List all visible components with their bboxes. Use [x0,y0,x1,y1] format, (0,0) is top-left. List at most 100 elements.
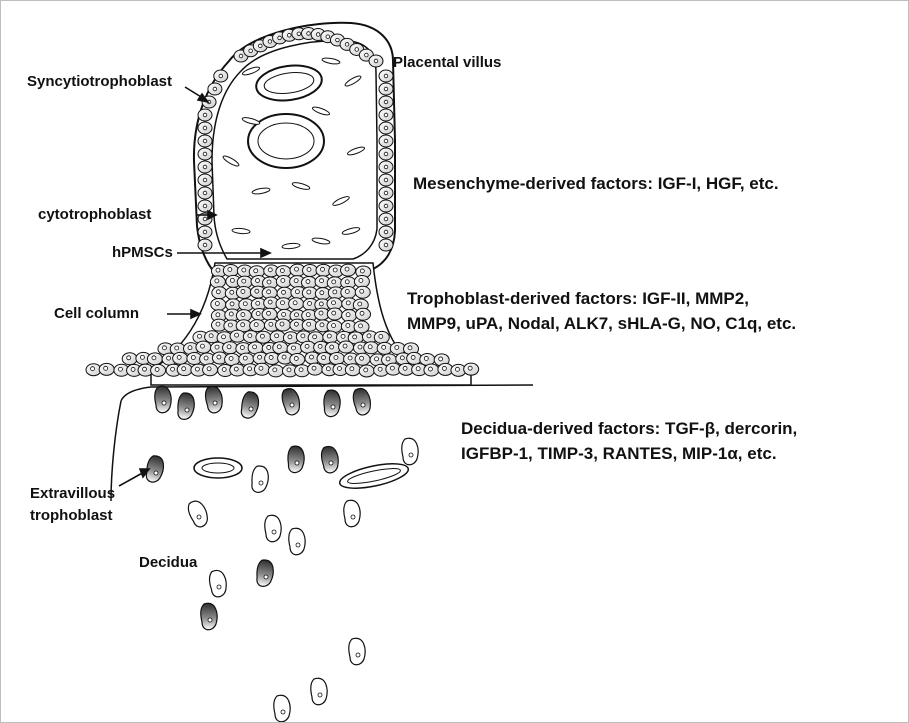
label-syncytiotrophoblast: Syncytiotrophoblast [27,73,172,92]
trophoblast-cell [369,55,383,67]
extravillous-cell [155,386,171,412]
trophoblast-cell [379,109,393,121]
column-cell [211,299,226,311]
trophoblast-cell [198,239,212,251]
column-cell [268,365,283,377]
trophoblast-cell [198,135,212,147]
label-extravillous-line2: trophoblast [30,507,113,526]
column-cell [289,298,304,310]
column-cell [210,276,225,288]
column-cell [424,364,439,376]
column-cell [302,264,317,276]
extravillous-cell [254,559,275,588]
trophoblast-cell [198,187,212,199]
trophoblast-cell [198,174,212,186]
column-cell [99,363,114,375]
trophoblast-cell [208,83,222,95]
trophoblast-cell [379,213,393,225]
column-cell [173,352,188,364]
extravillous-cell [274,695,290,721]
label-cytotrophoblast: cytotrophoblast [38,206,151,225]
trophoblast-cell [379,200,393,212]
extravillous-cell [209,570,228,598]
extravillous-cell [289,528,305,554]
decidua-factors-line2: IGFBP-1, TIMP-3, RANTES, MIP-1α, etc. [461,443,777,464]
trophoblast-cell [379,187,393,199]
trophoblast-cell [198,148,212,160]
extravillous-cell [265,515,281,541]
column-cell [203,364,218,376]
column-cell [230,364,245,376]
column-cell [262,308,277,320]
trophoblast-cell [198,226,212,238]
column-cell [354,275,369,287]
trophoblast-cell [379,70,393,82]
column-cell [345,364,360,376]
trophoblast-cell [379,96,393,108]
extravillous-cell [323,390,342,418]
column-cell [327,308,342,320]
extravillous-cell [186,499,210,529]
trophoblast-cell [198,200,212,212]
column-cell [339,341,354,353]
extravillous-cell [175,392,196,421]
column-cell [290,353,305,365]
label-decidua: Decidua [139,554,197,573]
trophoblast-cell [198,109,212,121]
column-cell [355,286,370,298]
label-placental-villus: Placental villus [393,54,501,73]
column-cell [464,363,479,375]
column-cell [239,353,254,365]
column-cell [308,363,323,375]
extravillous-cell [238,390,261,420]
column-cell [374,331,389,343]
column-cell [212,287,227,299]
column-cell [341,286,356,298]
trophoblast-cell [379,148,393,160]
trophoblast-cell [379,83,393,95]
extravillous-cell [311,678,327,704]
extravillous-cell [402,438,418,464]
extravillous-cell [287,446,306,474]
column-cell [341,264,356,276]
column-cell [275,319,290,331]
column-cell [250,320,265,332]
trophoblast-cell [198,122,212,134]
trophoblast-factors-line1: Trophoblast-derived factors: IGF-II, MMP… [407,288,749,309]
label-hpmscs: hPMSCs [112,244,173,263]
column-cell [223,342,238,354]
column-cell [359,365,374,377]
column-cell [230,330,245,342]
trophoblast-cell [379,161,393,173]
extravillous-cell [249,465,270,494]
trophoblast-cell [379,135,393,147]
extravillous-cell [321,446,340,474]
trophoblast-cell [379,174,393,186]
trophoblast-cell [379,239,393,251]
label-extravillous-line1: Extravillous [30,485,115,504]
extravillous-cell [352,387,372,415]
column-cell [364,342,379,354]
extravillous-cell [344,500,360,526]
decidua-factors-line1: Decidua-derived factors: TGF-β, dercorin… [461,418,797,439]
trophoblast-cell [379,122,393,134]
column-cell [270,331,285,343]
column-cell [147,353,162,365]
column-cell [196,341,211,353]
column-cell [256,331,271,343]
column-cell [122,353,137,365]
trophoblast-cell [214,70,228,82]
label-cell-column: Cell column [54,305,139,324]
extravillous-cell [349,638,365,664]
column-cell [276,275,291,287]
column-cell [254,363,269,375]
extravillous-cell [201,603,217,629]
column-cell [223,264,238,276]
extravillous-cell [205,386,224,414]
trophoblast-cell [379,226,393,238]
column-cell [356,308,371,320]
column-cell [302,319,317,331]
mesenchyme-factors-text: Mesenchyme-derived factors: IGF-I, HGF, … [413,173,779,194]
